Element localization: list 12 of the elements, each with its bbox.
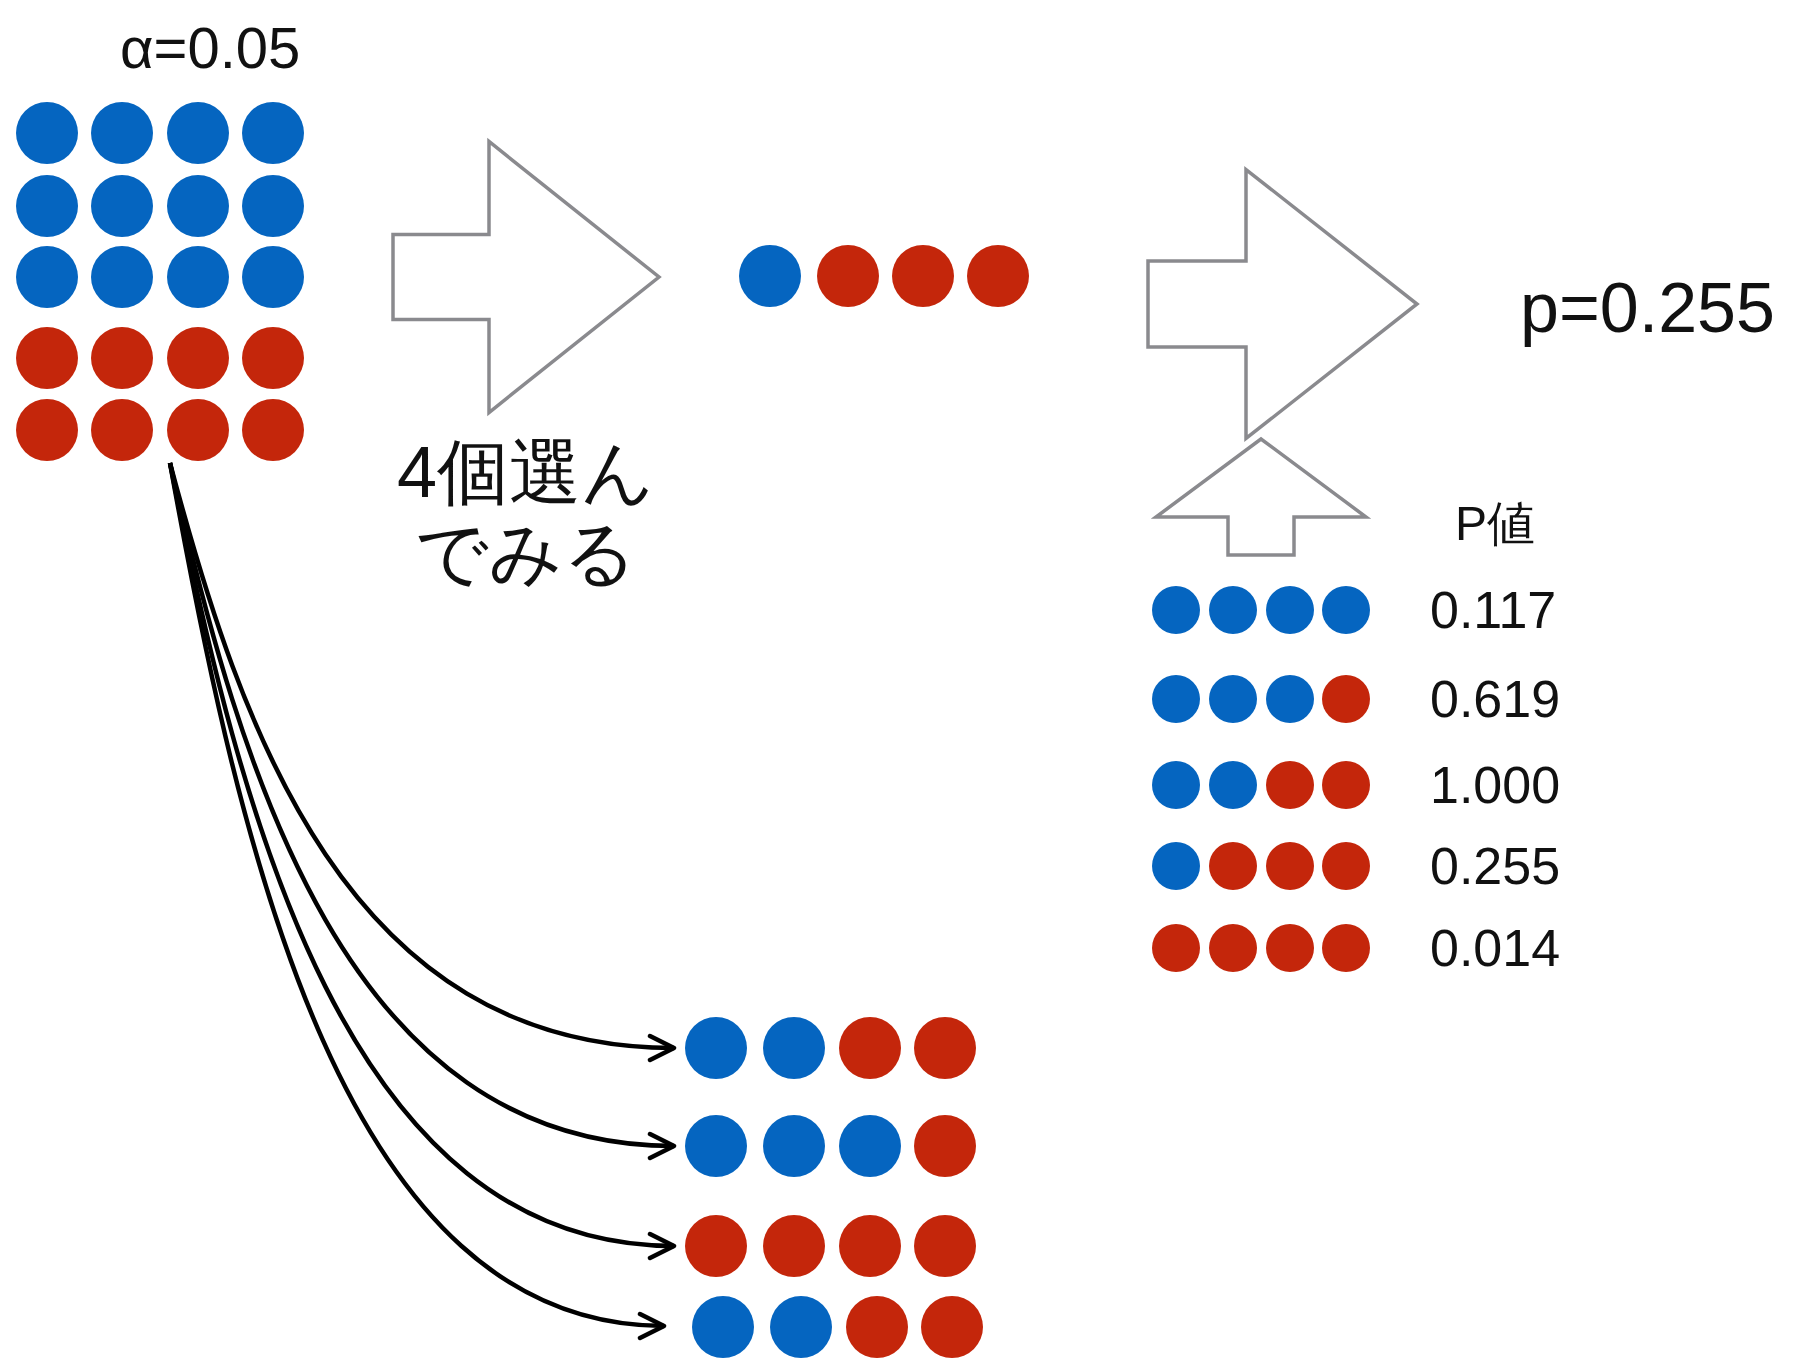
p-value: 0.117 bbox=[1430, 580, 1557, 641]
edge-label: 4個選んでみる bbox=[395, 432, 656, 594]
block-arrow bbox=[1150, 436, 1372, 557]
p-value: 0.255 bbox=[1430, 836, 1561, 897]
heading-text: P値 bbox=[1455, 496, 1535, 551]
block-arrow bbox=[391, 137, 662, 417]
p-value: 1.000 bbox=[1430, 755, 1561, 816]
block-arrow bbox=[1146, 165, 1420, 443]
p-value: 0.619 bbox=[1430, 669, 1561, 730]
p-value: 0.014 bbox=[1430, 918, 1561, 979]
result-text: p=0.255 bbox=[1520, 268, 1775, 349]
heading-text: α=0.05 bbox=[120, 14, 301, 81]
